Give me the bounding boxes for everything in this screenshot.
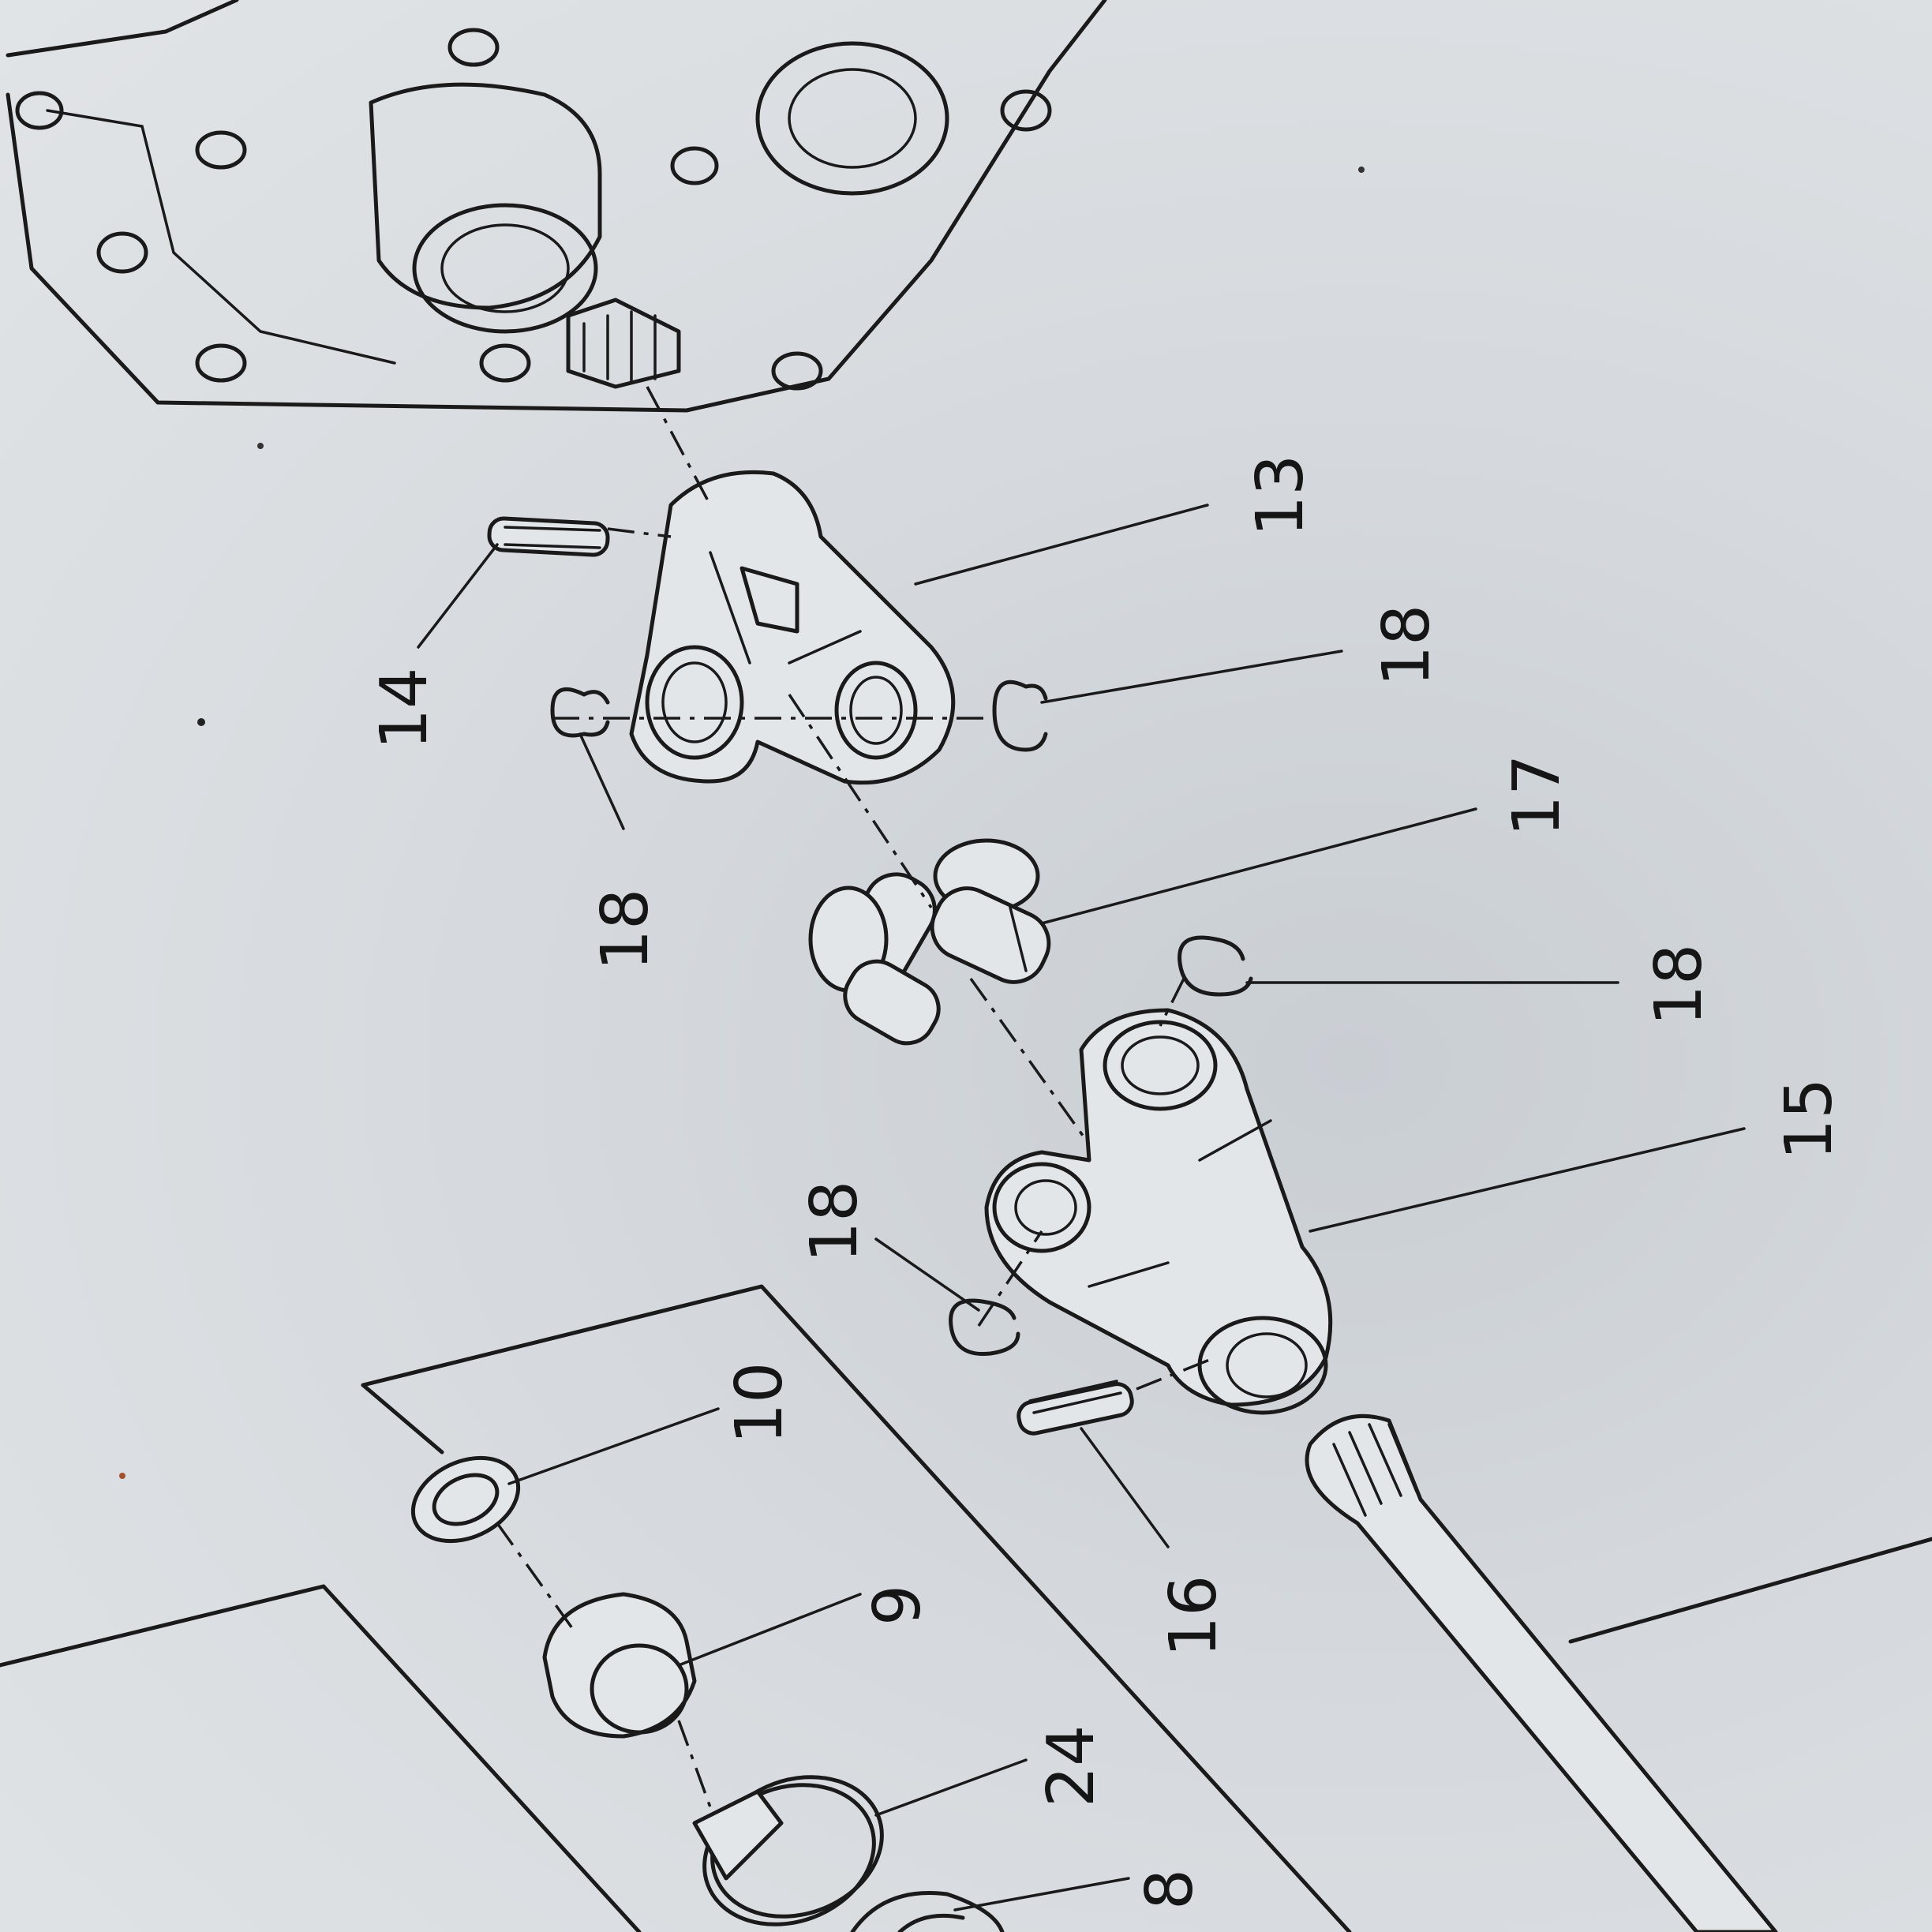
- circlip-18-left-upper: [550, 687, 610, 738]
- callout-17: 17: [1500, 754, 1574, 837]
- callout-18-lower: 18: [797, 1181, 872, 1263]
- callout-15: 15: [1772, 1078, 1847, 1160]
- circlip-18-right-middle: [1178, 935, 1253, 997]
- callout-10: 10: [722, 1362, 797, 1444]
- callout-18-middle-right: 18: [1642, 944, 1717, 1026]
- callout-9: 9: [860, 1585, 935, 1626]
- circlip-18-right-upper: [992, 680, 1048, 752]
- subassembly-frame: [0, 1284, 1352, 1932]
- paper-specks: [119, 167, 1365, 1479]
- leader-lines: [417, 504, 1746, 1911]
- callout-8: 8: [1133, 1869, 1208, 1910]
- callout-labels: 13 14 18 18 17 18 15 18 10 9 16 24 8: [367, 455, 1847, 1910]
- callout-16: 16: [1156, 1575, 1231, 1657]
- callout-24: 24: [1034, 1725, 1109, 1807]
- part-8-partial: [850, 1891, 1005, 1932]
- housing-casing: [6, 0, 1107, 413]
- yoke-13: [629, 470, 956, 785]
- yoke-15: [984, 1008, 1333, 1415]
- callout-18-upper-left: 18: [588, 889, 663, 971]
- circlip-18-lower: [949, 1298, 1020, 1357]
- callout-13: 13: [1243, 455, 1318, 537]
- axis-lines: [496, 386, 1216, 1808]
- splined-shaft: [1305, 1413, 1932, 1932]
- spider-cross-17: [808, 838, 1051, 1046]
- hose-clamp-24: [692, 1775, 884, 1926]
- roll-pin-16: [1017, 1380, 1134, 1436]
- roll-pin-14: [487, 516, 610, 557]
- bushing-9: [542, 1592, 697, 1739]
- seal-ring-10: [410, 1455, 521, 1544]
- callout-18-upper-right: 18: [1369, 605, 1444, 687]
- callout-14: 14: [367, 668, 442, 750]
